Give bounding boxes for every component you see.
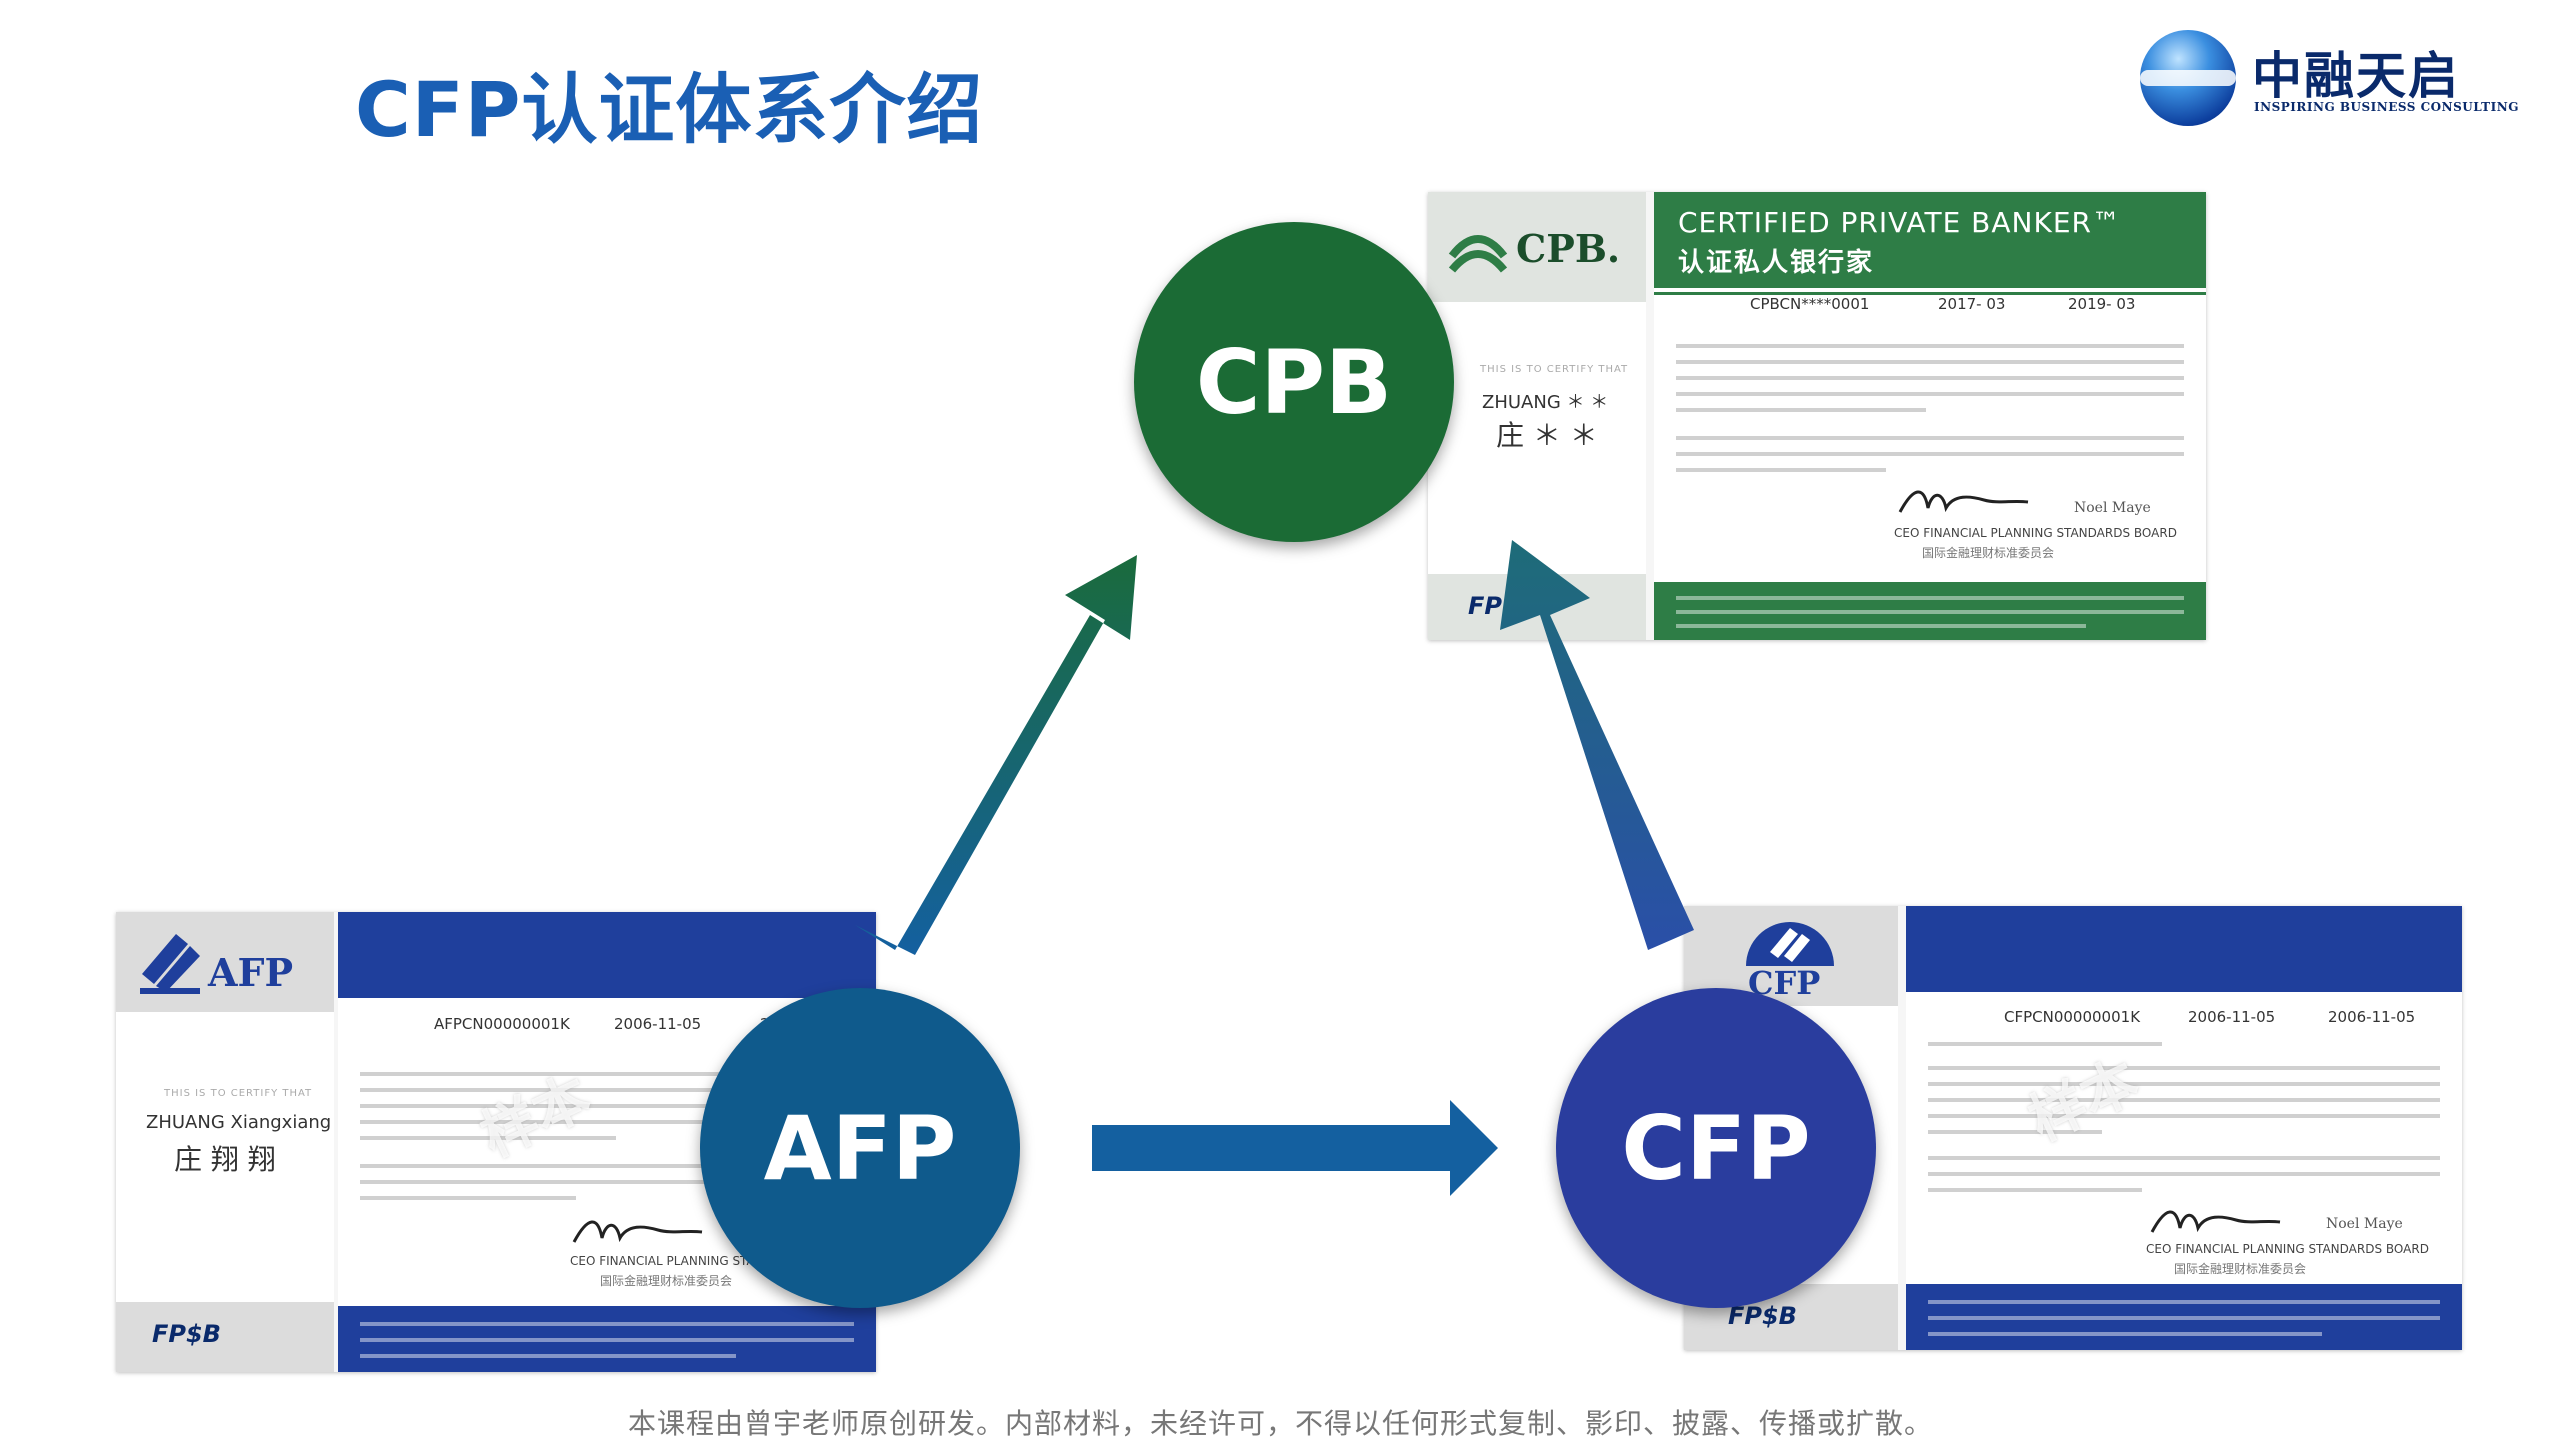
cpb-board-title: CEO FINANCIAL PLANNING STANDARDS BOARD (1894, 526, 2177, 540)
afp-body-text-line (360, 1104, 854, 1108)
cfp-body-text-line (1928, 1042, 2162, 1046)
arrow-afp-to-cfp (1092, 1100, 1498, 1196)
logo-chinese-name: 中融天启 (2252, 46, 2460, 105)
cpb-signer-name: Noel Maye (2074, 500, 2151, 516)
cpb-cert-number: CPBCN****0001 (1750, 295, 1870, 313)
cpb-cert-header: CERTIFIED PRIVATE BANKER™ 认证私人银行家 (1654, 192, 2206, 288)
cpb-certify-line: THIS IS TO CERTIFY THAT (1480, 364, 1629, 375)
cfp-board-title-cn: 国际金融理财标准委员会 (2174, 1262, 2307, 1276)
cpb-board-title-cn: 国际金融理财标准委员会 (1922, 546, 2055, 560)
afp-signature (572, 1220, 703, 1243)
cfp-signer-name: Noel Maye (2326, 1216, 2403, 1232)
cfp-cert-date-expiry: 2006-11-05 (2328, 1008, 2416, 1026)
cpb-footer-text-line (1676, 624, 2086, 628)
afp-cert-number: AFPCN00000001K (434, 1015, 570, 1033)
afp-brand-text: AFP (208, 950, 294, 995)
page-title: CFP认证体系介绍 (355, 65, 984, 154)
node-cfp: CFP (1556, 988, 1876, 1308)
cpb-holder-name-cn: 庄 ＊ ＊ (1496, 419, 1598, 452)
cpb-header-rule (1654, 292, 2206, 295)
cfp-body-text-line (1928, 1188, 2142, 1192)
node-afp: AFP (700, 988, 1020, 1308)
afp-cert-footer: FP$B (116, 1302, 334, 1372)
cpb-cert-bottom-band (1654, 582, 2206, 640)
cfp-board-title: CEO FINANCIAL PLANNING STANDARDS BOARD (2146, 1242, 2429, 1256)
cpb-body-text-line (1676, 376, 2184, 380)
cfp-body-text-line (1928, 1098, 2440, 1102)
afp-board-title-cn: 国际金融理财标准委员会 (600, 1274, 733, 1288)
node-cpb: CPB (1134, 222, 1454, 542)
cpb-cert-brand: CPB. (1428, 192, 1646, 302)
cpb-footer-text-line (1676, 610, 2184, 614)
cfp-body-text-line (1928, 1130, 2102, 1134)
afp-footer-text-line (360, 1354, 736, 1358)
cfp-footer-text-line (1928, 1300, 2440, 1304)
logo-band (2140, 70, 2236, 86)
cpb-body-text-line (1676, 436, 2184, 440)
cfp-cert-bottom-band (1906, 1284, 2462, 1350)
arrow-afp-to-cpb (855, 555, 1137, 955)
cpb-certificate: CPB. THIS IS TO CERTIFY THAT ZHUANG ＊ ＊ … (1428, 192, 2206, 640)
afp-cert-header (338, 912, 876, 998)
afp-cert-brand: AFP (116, 912, 334, 1012)
afp-cert-bottom-band (338, 1306, 876, 1372)
afp-footer-brand: FP$B (152, 1320, 221, 1348)
cpb-body-text-line (1676, 360, 2184, 364)
cpb-cert-left-panel: CPB. THIS IS TO CERTIFY THAT ZHUANG ＊ ＊ … (1428, 192, 1646, 640)
cpb-signature (1898, 490, 2029, 513)
cpb-footer-text-line (1676, 596, 2184, 600)
afp-holder-name-cn: 庄 翔 翔 (174, 1143, 276, 1176)
afp-footer-text-line (360, 1338, 854, 1342)
afp-body-text-line (360, 1136, 616, 1140)
cfp-cert-date-issued: 2006-11-05 (2188, 1008, 2276, 1026)
afp-body-text-line (360, 1180, 854, 1184)
cpb-cert-title: CERTIFIED PRIVATE BANKER™ (1678, 206, 2121, 239)
cpb-body-text-line (1676, 468, 1886, 472)
logo-english-name: INSPIRING BUSINESS CONSULTING (2254, 100, 2519, 114)
cpb-holder-name-en: ZHUANG ＊ ＊ (1482, 392, 1609, 413)
company-logo: 中融天启 INSPIRING BUSINESS CONSULTING (2140, 30, 2540, 130)
cfp-body-text-line (1928, 1114, 2440, 1118)
cfp-footer-text-line (1928, 1332, 2322, 1336)
cfp-emblem-icon (1746, 922, 1834, 966)
cfp-cert-header (1906, 906, 2462, 992)
cpb-cert-date-expiry: 2019- 03 (2068, 295, 2136, 313)
cpb-cert-main: CERTIFIED PRIVATE BANKER™ 认证私人银行家 CPBCN*… (1654, 192, 2206, 640)
afp-emblem-icon (140, 934, 200, 994)
cpb-body-text-line (1676, 344, 2184, 348)
afp-footer-text-line (360, 1322, 854, 1326)
cfp-cert-number: CFPCN00000001K (2004, 1008, 2141, 1026)
afp-certificate: AFP THIS IS TO CERTIFY THAT ZHUANG Xiang… (116, 912, 876, 1372)
copyright-disclaimer: 本课程由曾宇老师原创研发。内部材料，未经许可，不得以任何形式复制、影印、披露、传… (627, 1407, 1933, 1440)
cpb-brand-text: CPB. (1516, 226, 1621, 271)
cpb-body-text-line (1676, 392, 2184, 396)
afp-cert-left-panel: AFP THIS IS TO CERTIFY THAT ZHUANG Xiang… (116, 912, 334, 1372)
arrow-cfp-to-cpb (1500, 540, 1694, 950)
cfp-cert-main: CFPCN00000001K 2006-11-05 2006-11-05 Noe… (1906, 906, 2462, 1350)
cpb-emblem-icon (1448, 235, 1508, 273)
cpb-cert-subtitle: 认证私人银行家 (1678, 248, 1875, 278)
afp-certify-line: THIS IS TO CERTIFY THAT (164, 1088, 313, 1099)
cpb-body-text-line (1676, 408, 1926, 412)
afp-holder-name-en: ZHUANG Xiangxiang (146, 1112, 332, 1133)
cpb-cert-date-issued: 2017- 03 (1938, 295, 2006, 313)
afp-body-text-line (360, 1088, 854, 1092)
afp-body-text-line (360, 1164, 854, 1168)
cfp-footer-brand: FP$B (1728, 1302, 1797, 1330)
cfp-body-text-line (1928, 1066, 2440, 1070)
afp-body-text-line (360, 1120, 854, 1124)
cfp-body-text-line (1928, 1156, 2440, 1160)
cfp-signature (2150, 1210, 2281, 1233)
cfp-body-text-line (1928, 1172, 2440, 1176)
afp-body-text-line (360, 1196, 576, 1200)
cfp-footer-text-line (1928, 1316, 2440, 1320)
cfp-body-text-line (1928, 1082, 2440, 1086)
afp-body-text-line (360, 1072, 854, 1076)
afp-cert-date-issued: 2006-11-05 (614, 1015, 702, 1033)
cpb-body-text-line (1676, 452, 2184, 456)
